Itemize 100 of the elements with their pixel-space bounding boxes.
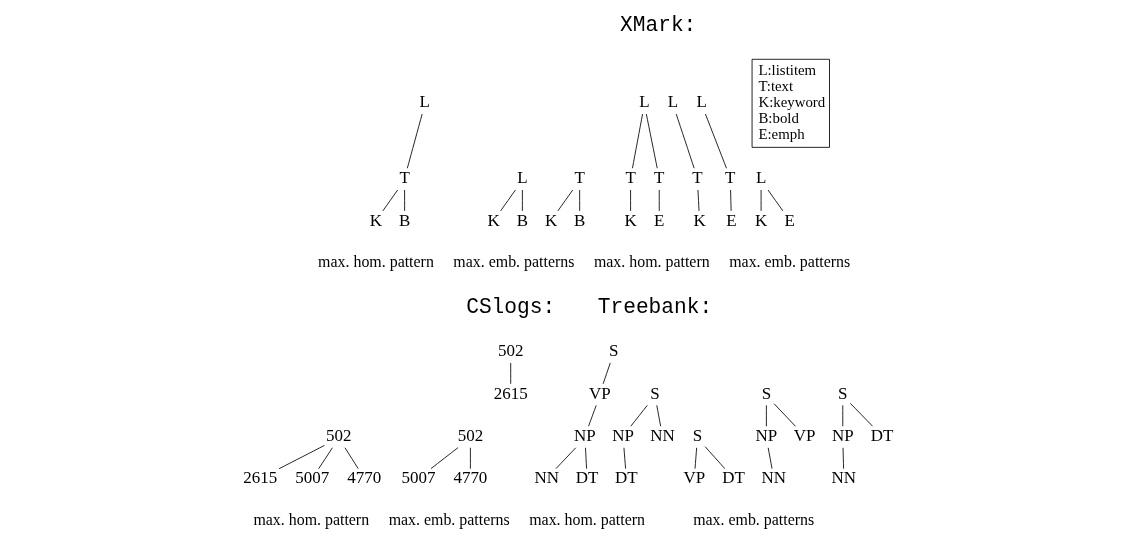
node-text: T [574,168,585,188]
node-text: L [419,92,430,112]
connector [773,403,796,427]
node-text: S [838,383,848,403]
connector [767,189,784,212]
node-text: L [696,92,707,112]
connector [602,362,611,385]
label: Treebank: [597,294,713,319]
node-text: 5007 [401,468,436,488]
node-text: E [654,210,665,230]
node-text: 502 [497,341,524,361]
node-text: T [625,168,636,188]
node-box: L:listitem T:text K:keyword B:bold E:emph [751,58,830,148]
connector [406,113,423,169]
node-text: B [574,210,586,230]
label: XMark: [620,12,697,37]
connector [469,447,471,470]
node-text: K [544,210,558,230]
node-text: T [654,168,665,188]
node-text: E [726,210,737,230]
connector [588,404,597,427]
connector [579,189,581,212]
label: max. hom. pattern [529,511,645,529]
node-text: T [399,168,410,188]
node-text: 2615 [243,468,278,488]
node-text: E [784,210,795,230]
connector [278,445,325,470]
node-text: NP [574,426,596,445]
node-text: NP [831,426,854,445]
node-text: T [725,168,736,188]
node-text: B [516,210,529,230]
label: max. hom. pattern [318,253,434,271]
label: max. emb. patterns [729,253,851,271]
node-text: T [692,168,703,188]
node-text: L [639,92,650,112]
node-text: NN [650,426,675,445]
node-text: VP [793,426,816,445]
node-text: DT [722,468,745,488]
node-text: K [369,210,383,230]
label: max. hom. pattern [253,511,370,529]
node-text: VP [588,383,611,403]
connector [630,404,648,427]
node-text: VP [683,468,706,488]
connector [430,447,459,469]
connector [630,189,631,212]
connector [767,447,773,470]
node-text: 5007 [295,468,330,488]
connector [765,404,767,427]
connector [623,447,626,470]
label: CSlogs: [466,294,556,319]
connector [555,447,577,470]
connector [344,447,359,470]
node-text: DT [615,468,638,488]
connector [694,447,698,470]
node-text: NP [755,426,778,445]
node-text: K [487,210,500,230]
node-text: NP [612,426,635,445]
node-text: S [692,426,703,445]
node-text: K [624,210,637,230]
node-text: NN [831,468,857,488]
connector [510,362,512,385]
connector [382,189,399,212]
connector [500,189,516,212]
connector [404,189,406,212]
node-text: DT [870,426,894,445]
connector [521,189,523,212]
connector [849,402,873,427]
label: max. emb. patterns [693,511,815,529]
connector [318,447,333,470]
label: max. emb. patterns [453,253,575,271]
node-text: L [667,92,679,112]
node-text: NN [534,468,560,488]
node-text: 4770 [453,468,488,488]
label: max. hom. pattern [593,253,710,271]
connector [632,113,643,169]
connector [697,189,700,212]
node-text: B [398,210,411,230]
label: max. emb. patterns [388,511,510,529]
connector [704,446,726,470]
node-text: 502 [457,426,484,445]
node-text: 2615 [493,383,528,403]
node-text: L [755,168,767,188]
node-text: NN [761,468,787,488]
connector [705,113,727,169]
connector [645,113,658,169]
connector [656,404,662,427]
node-text: 502 [326,426,352,445]
connector [557,189,574,212]
node-text: K [693,210,706,230]
node-text: K [754,210,768,230]
node-text: 4770 [347,468,382,488]
node-text: S [608,341,619,361]
node-text: DT [575,468,599,488]
connector [675,113,695,169]
connector [730,189,732,212]
connector [585,447,587,470]
node-text: S [650,383,660,403]
node-text: L [517,168,528,188]
node-text: S [761,383,772,403]
connector [842,447,844,470]
